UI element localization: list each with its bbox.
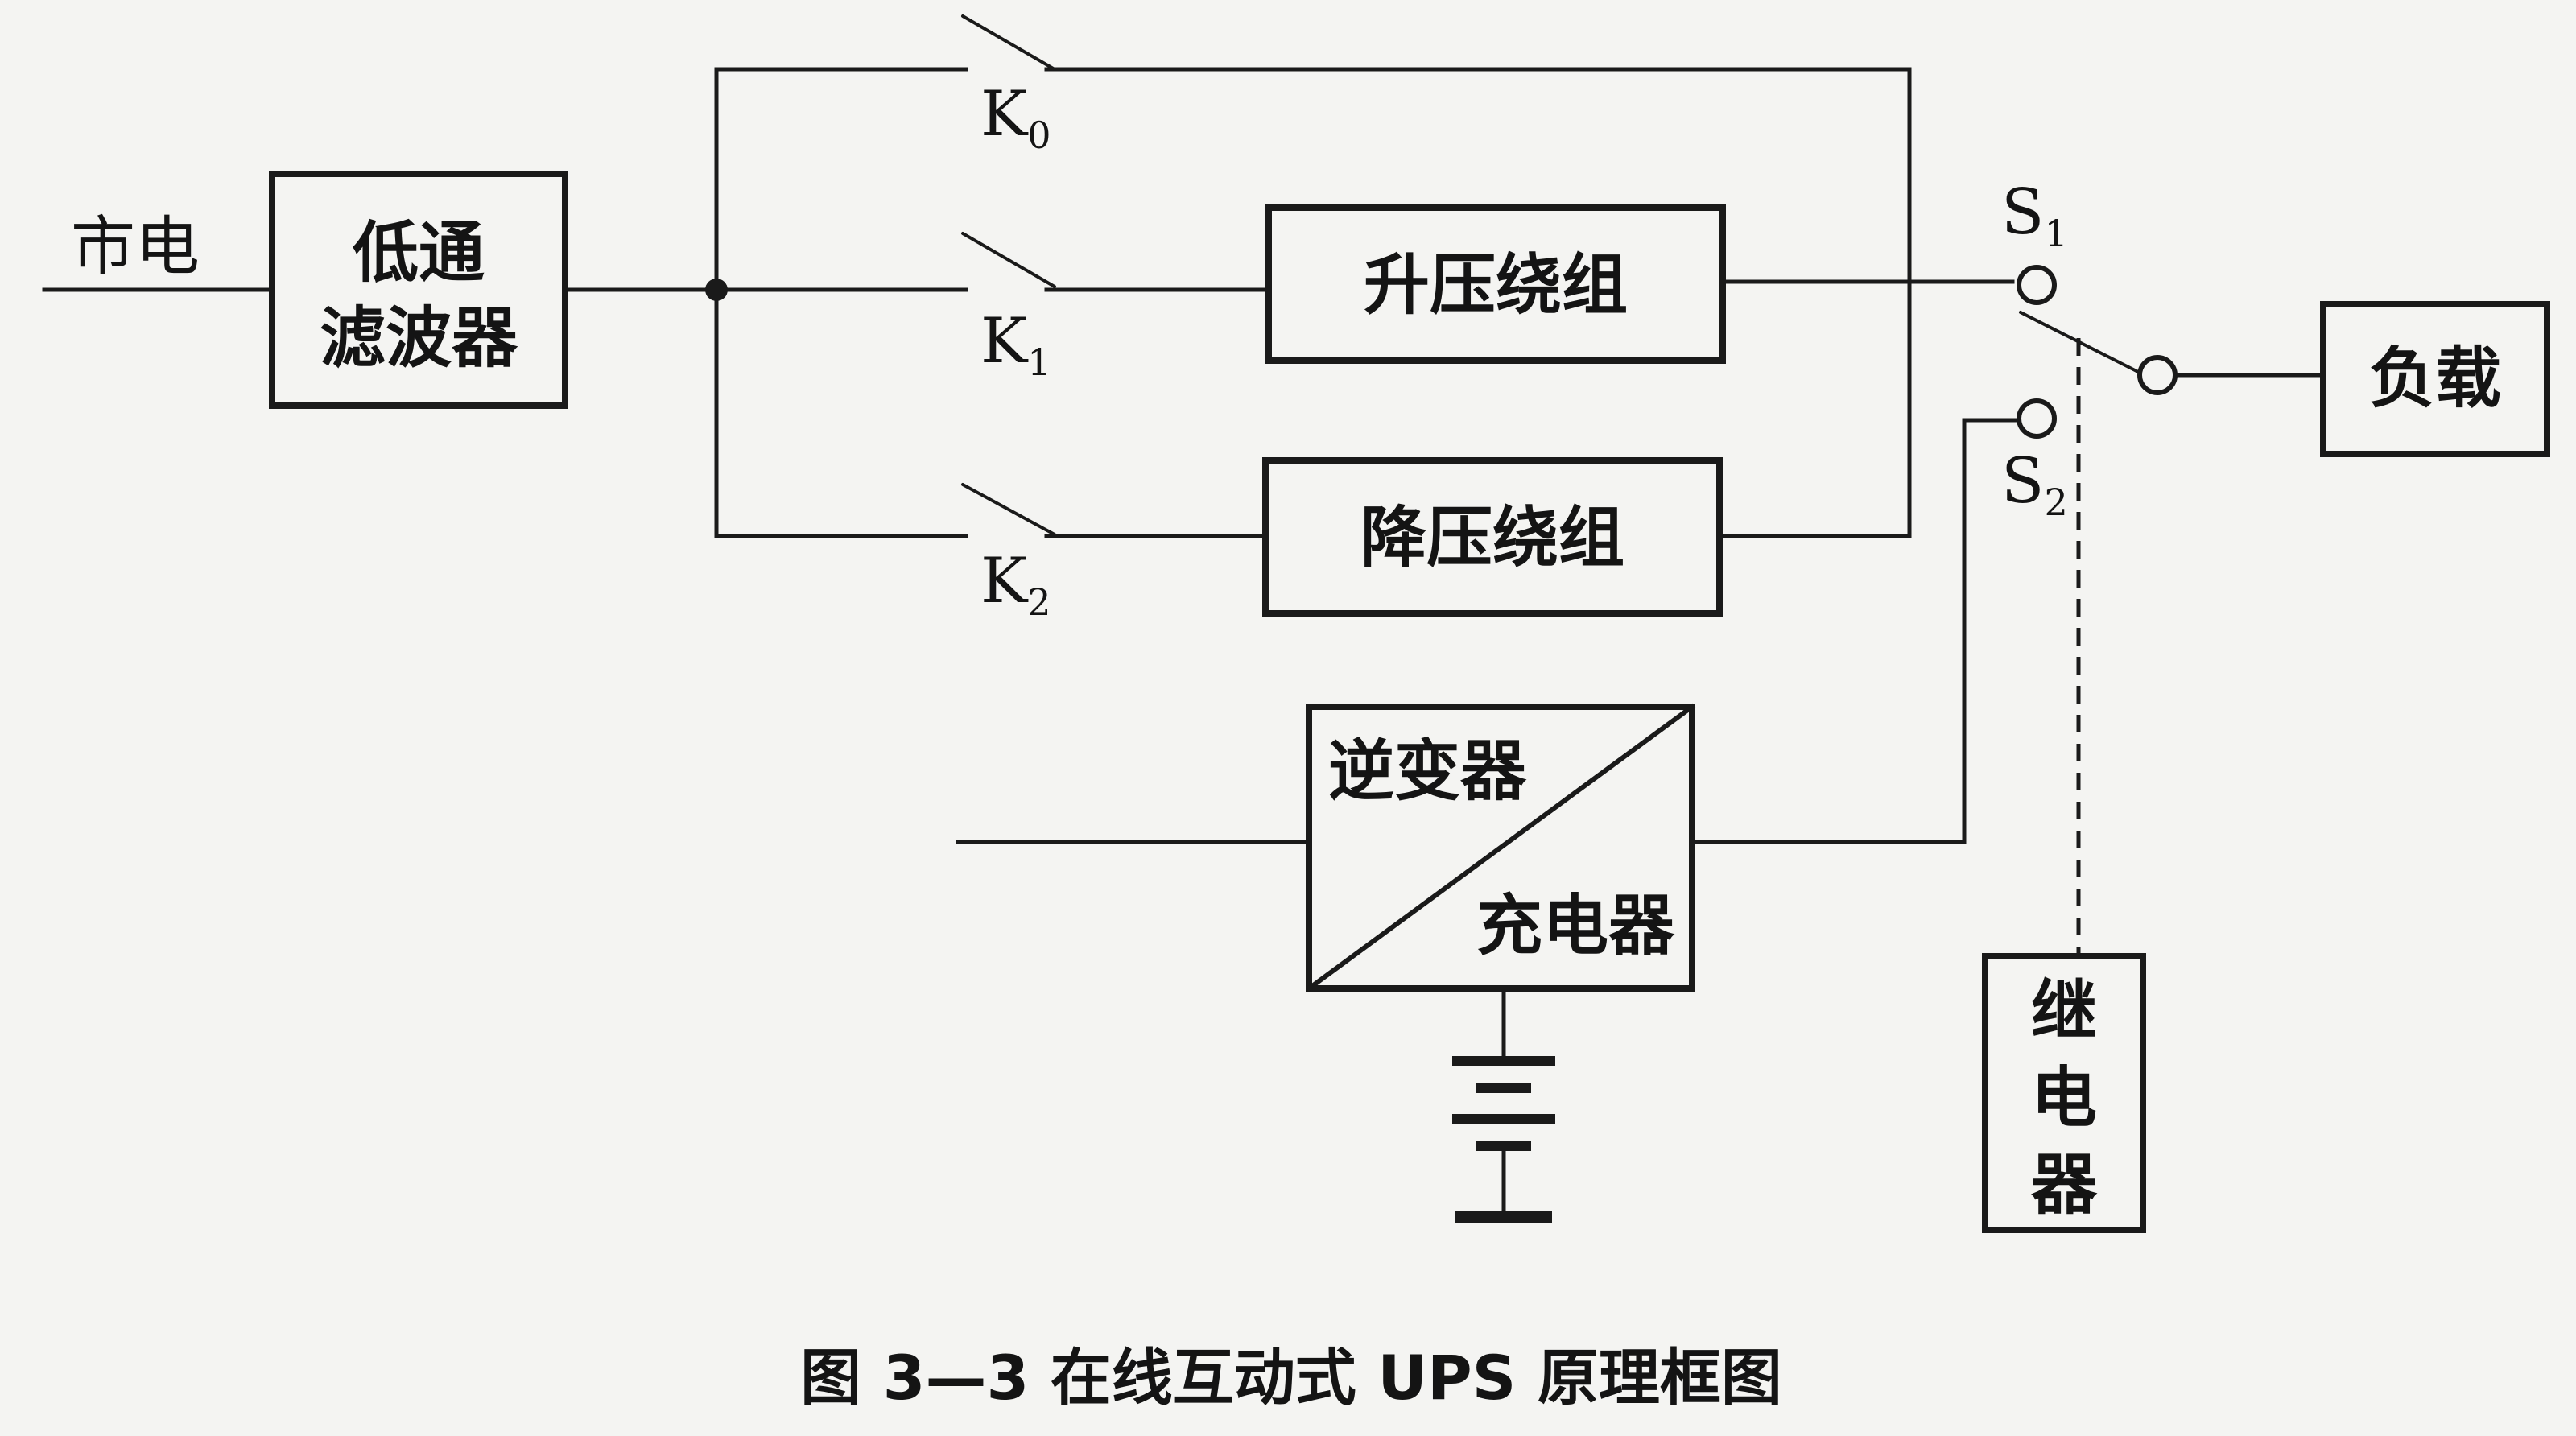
buck-winding-label: 降压绕组: [1360, 500, 1624, 576]
junction-dot: [705, 279, 728, 301]
relay-box: [1982, 953, 2146, 1233]
load-label: 负载: [2369, 340, 2501, 417]
k2-label: K2: [980, 545, 1051, 624]
battery-icon: [1452, 1056, 1555, 1223]
common-contact: [2137, 355, 2178, 395]
changeover-blade: [2019, 311, 2143, 375]
k1-label: K1: [980, 305, 1051, 384]
load-box: [2320, 301, 2550, 457]
k1-switch-blade: [961, 232, 1056, 288]
filter-label-line1: 低通: [353, 215, 485, 291]
buck-winding-box: [1262, 457, 1723, 617]
relay-label-char1: 继: [2031, 973, 2097, 1050]
figure-caption: 图 3—3 在线互动式 UPS 原理框图: [800, 1342, 1782, 1413]
low-pass-filter-box: [269, 171, 568, 409]
s1-label: S1: [2001, 176, 2068, 255]
boost-winding-box: [1265, 204, 1726, 364]
inverter-charger-diagonal: [1305, 703, 1696, 992]
inverter-label: 逆变器: [1328, 733, 1527, 810]
switches-k: [961, 14, 1056, 536]
s2-label: S2: [2001, 445, 2068, 524]
charger-label: 充电器: [1476, 888, 1675, 964]
k2-switch-blade: [961, 483, 1056, 536]
relay-label-char2: 电: [2031, 1060, 2097, 1137]
k0-label: K0: [980, 78, 1051, 157]
filter-label-line2: 滤波器: [320, 300, 518, 377]
s1-contact: [2017, 265, 2057, 305]
s2-contact: [2017, 398, 2057, 439]
mains-label: 市电: [71, 209, 200, 284]
relay-label-char3: 器: [2031, 1147, 2098, 1223]
inverter-output-wire: [1690, 418, 2018, 844]
boost-winding-label: 升压绕组: [1364, 247, 1628, 324]
k0-switch-blade: [961, 14, 1056, 71]
wires: [42, 67, 2326, 1219]
changeover-switch: [2017, 265, 2178, 439]
